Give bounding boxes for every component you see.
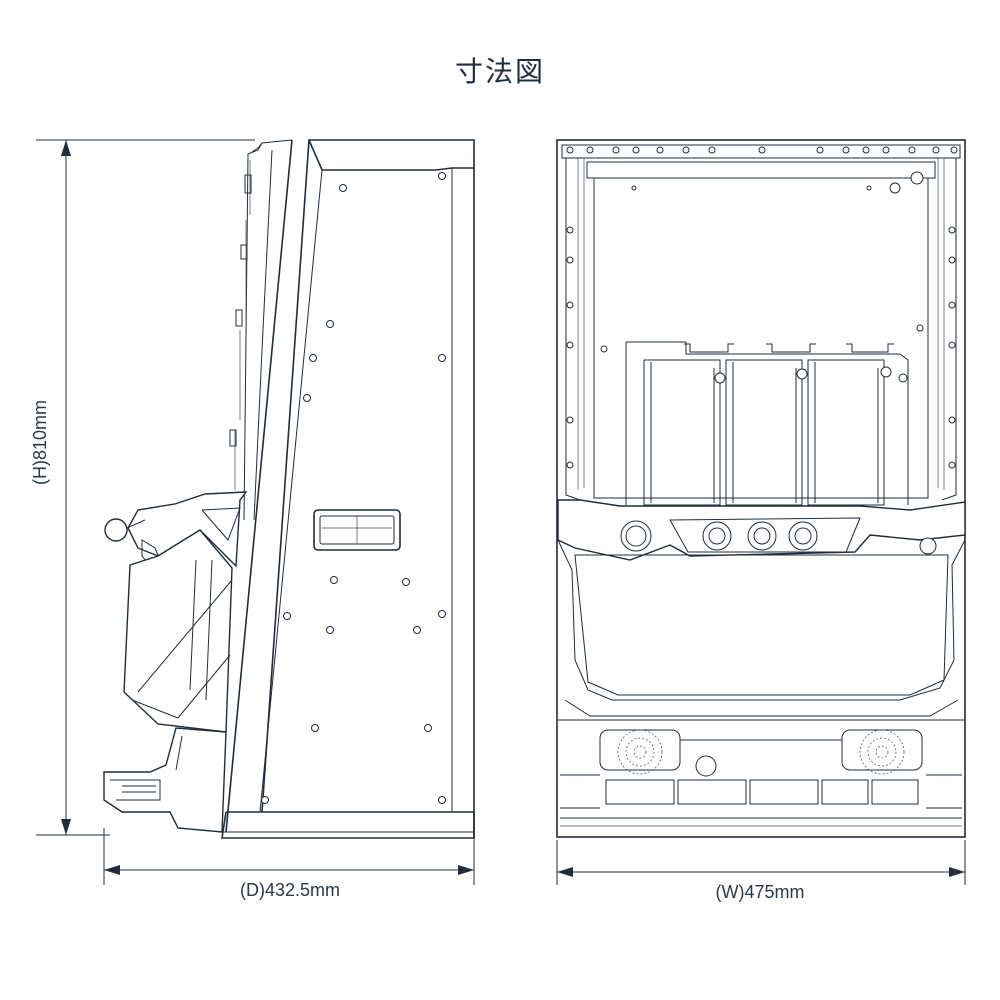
side-view	[103, 139, 475, 839]
width-dimension-label: (W)475mm	[715, 882, 805, 902]
depth-dimension-line	[103, 828, 475, 885]
width-dimension-line	[556, 840, 966, 885]
height-dimension-line	[36, 139, 255, 836]
front-view	[556, 139, 966, 838]
right-speaker-grille	[859, 729, 905, 775]
height-dimension-label: (H)810mm	[30, 399, 50, 485]
front-frame-screws	[566, 146, 958, 469]
drawing-title: 寸法図	[454, 55, 545, 88]
left-speaker-grille	[617, 729, 663, 775]
side-panel-screws	[261, 172, 446, 804]
depth-dimension-label: (D)432.5mm	[239, 880, 341, 900]
